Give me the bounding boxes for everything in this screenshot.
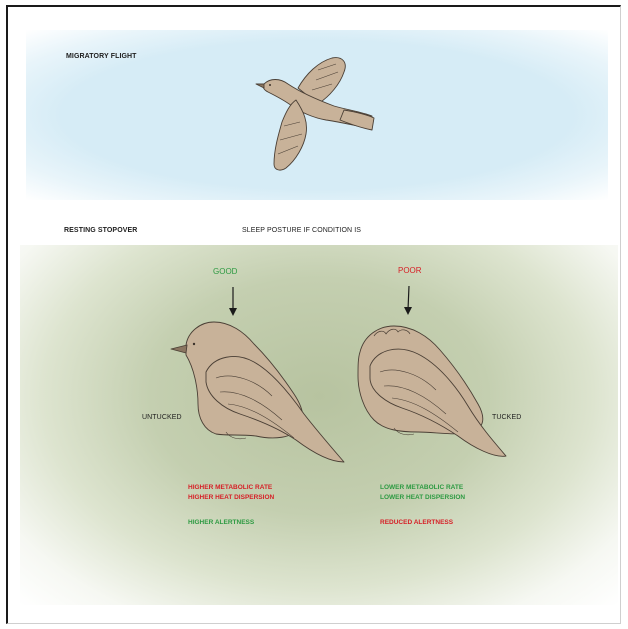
tucked-bird-icon	[358, 326, 506, 456]
untucked-effect-heat: HIGHER HEAT DISPERSION	[188, 494, 274, 501]
untucked-effect-alertness: HIGHER ALERTNESS	[188, 519, 254, 526]
tucked-effect-alertness: REDUCED ALERTNESS	[380, 519, 453, 526]
flying-bird-icon	[256, 58, 374, 170]
arrow-good-icon	[229, 287, 237, 316]
arrow-poor-icon	[404, 286, 412, 315]
migratory-flight-label: MIGRATORY FLIGHT	[66, 53, 137, 60]
resting-stopover-label: RESTING STOPOVER	[64, 227, 137, 234]
sleep-posture-heading: SLEEP POSTURE IF CONDITION IS	[242, 227, 361, 234]
tucked-label: TUCKED	[492, 414, 521, 421]
untucked-label: UNTUCKED	[142, 414, 182, 421]
condition-good-label: GOOD	[213, 267, 237, 276]
untucked-bird-icon	[171, 322, 344, 462]
condition-poor-label: POOR	[398, 266, 422, 275]
tucked-effect-metabolic: LOWER METABOLIC RATE	[380, 484, 463, 491]
untucked-effect-metabolic: HIGHER METABOLIC RATE	[188, 484, 272, 491]
tucked-effect-heat: LOWER HEAT DISPERSION	[380, 494, 465, 501]
